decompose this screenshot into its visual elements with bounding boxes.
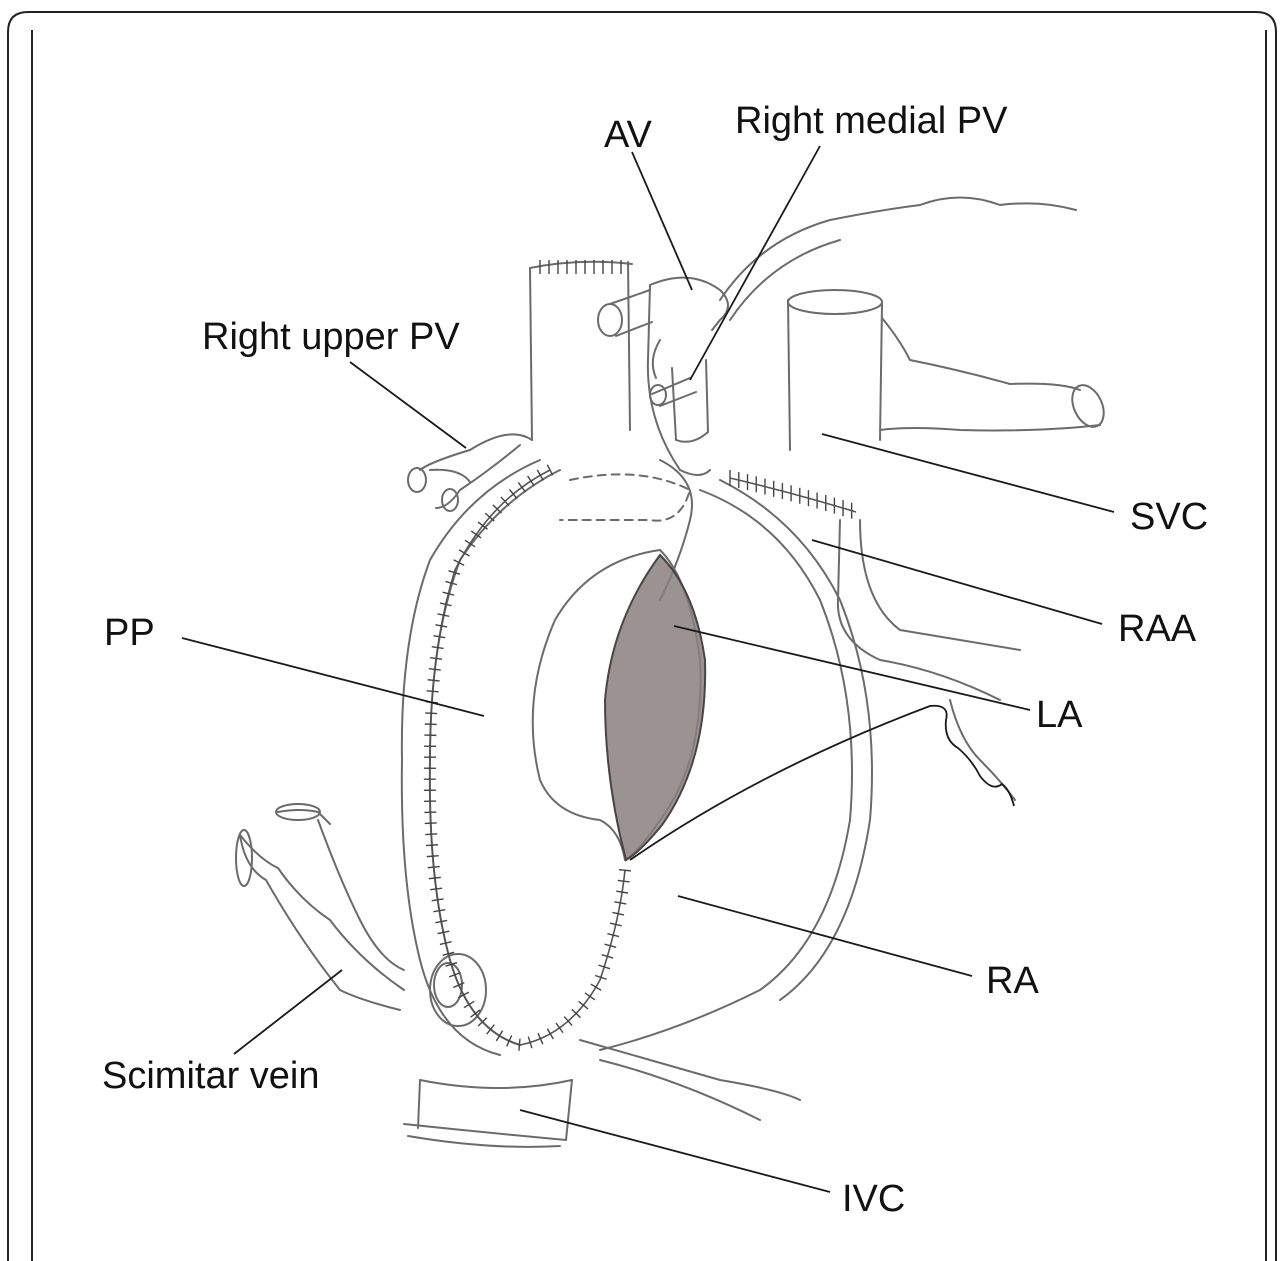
suture-stitch [430, 888, 442, 890]
suture-stitch [427, 691, 439, 692]
label-right-upper-pv: Right upper PV [202, 318, 460, 356]
leader-av [632, 152, 692, 290]
suture-stitch [619, 870, 631, 871]
label-svc: SVC [1130, 498, 1208, 536]
suture-stitch [579, 1001, 588, 1009]
suture-stitch [616, 891, 628, 893]
leader-raa [812, 540, 1102, 624]
suture-stitch [432, 899, 444, 901]
suture-stitch [426, 845, 438, 846]
suture-line [430, 470, 625, 1045]
leader-svc [822, 434, 1114, 512]
suture-stitch [618, 880, 630, 882]
suture-stitch [425, 823, 437, 824]
suture-stitch [433, 636, 445, 638]
leader-ivc [520, 1110, 830, 1192]
label-scimitar-vein: Scimitar vein [102, 1057, 320, 1095]
label-la: LA [1036, 696, 1082, 734]
suture-stitch [429, 877, 441, 878]
suture-stitch [428, 867, 440, 868]
suture-stitch [528, 476, 535, 486]
suture-stitch [547, 1029, 553, 1039]
suture-stitch [428, 680, 440, 681]
svc-suture [730, 478, 856, 512]
suture-stitch [429, 669, 441, 670]
leader-scimitar-vein [234, 970, 342, 1054]
suture-stitch [430, 658, 442, 660]
suture-stitch [537, 470, 543, 480]
suture-stitch [591, 984, 601, 990]
suture-stitch [518, 482, 525, 492]
label-raa: RAA [1118, 610, 1196, 648]
leader-right-upper-pv [350, 362, 466, 448]
suture-stitch [425, 834, 437, 835]
label-pp: PP [104, 614, 155, 652]
leader-right-medial-pv [690, 146, 820, 380]
label-av: AV [604, 116, 652, 154]
suture-stitch [432, 647, 444, 649]
la-shaded-region [605, 555, 705, 860]
label-right-medial-pv: Right medial PV [735, 102, 1007, 140]
suture-stitch [425, 713, 437, 714]
label-ra: RA [986, 962, 1039, 1000]
suture-stitch [519, 1039, 520, 1051]
suture-stitch [556, 1023, 563, 1033]
suture-stitch [464, 1001, 474, 1007]
label-ivc: IVC [842, 1180, 905, 1218]
suture-stitch [496, 1031, 502, 1041]
suture-stitch [433, 910, 445, 912]
suture-stitch [585, 993, 595, 1000]
leader-la [674, 626, 1030, 710]
suture-stitch [547, 465, 552, 476]
suture-stitch [427, 856, 439, 857]
leader-pp [182, 638, 484, 716]
